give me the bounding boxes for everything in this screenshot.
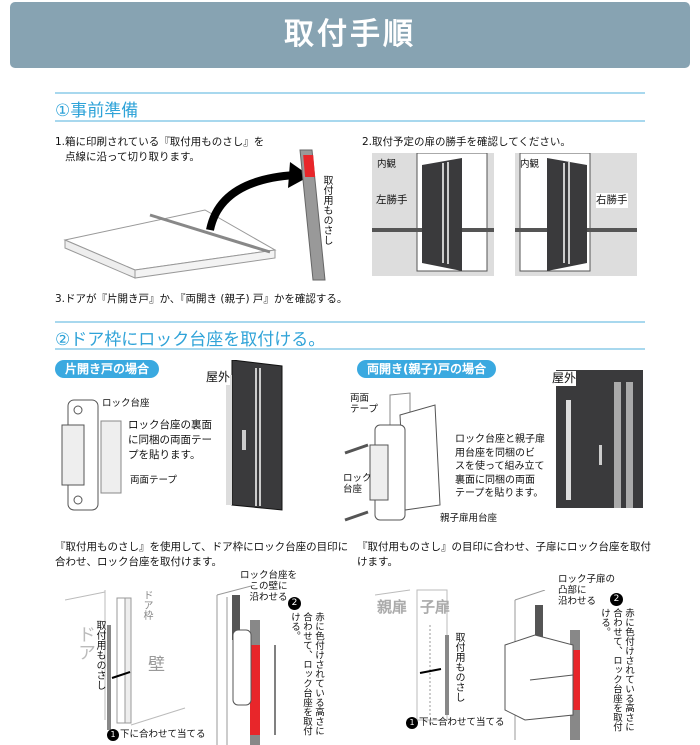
left-hand-label: 左勝手 [376, 193, 408, 208]
wall-label: 壁 [148, 655, 165, 675]
divider [55, 348, 645, 350]
step3-text: 3.ドアが『片開き戸』か、『両開き (親子) 戸』かを確認する。 [55, 293, 348, 305]
marker-one: 1 [107, 729, 119, 741]
single-lock-mount-illustration [216, 585, 276, 745]
step2-text: 2.取付予定の扉の勝手を確認してください。 [362, 136, 571, 148]
child-door-label: 子扉 [420, 598, 451, 616]
step1-text: 1.箱に印刷されている『取付用ものさし』を点線に沿って切り取ります。 [55, 136, 265, 163]
parent-base-label: 親子扉用台座 [440, 513, 498, 524]
double-note: ロック台座と親子扉用台座を同梱のビスを使って組み立て裏面に同梱の両面テープを貼り… [455, 434, 545, 499]
frame-label: ドア枠 [141, 590, 152, 620]
single-door-badge: 片開き戸の場合 [55, 360, 160, 378]
single-note: ロック台座の裏面に同梱の両面テープを貼ります。 [128, 419, 212, 461]
double-lock-mount-illustration [504, 590, 580, 740]
tape-label: 両面テープ [130, 475, 177, 486]
left-hand-door-illustration [372, 153, 494, 276]
divider [55, 321, 645, 323]
wall-note: ロック台座をこの壁に沿わせる [240, 570, 298, 603]
tape-illustration [100, 420, 122, 494]
outside-label: 屋外 [206, 370, 231, 385]
interior-label: 内観 [377, 159, 397, 170]
double-door-badge: 両開き(親子)戸の場合 [357, 360, 496, 378]
ruler-label: 取付用ものさし [321, 175, 332, 245]
double-lock-assembly-illustration [344, 392, 441, 522]
single-instruction: 『取付用ものさし』を使用して、ドア枠にロック台座の目印に合わせ、ロック台座を取付… [55, 541, 349, 568]
ruler-label: 取付用ものさし [453, 632, 464, 702]
marker-two: 2 [610, 593, 623, 606]
right-hand-label: 右勝手 [596, 193, 628, 208]
section-heading-install: ②ドア枠にロック台座を取付ける。 [55, 330, 326, 350]
ruler-label: 取付用ものさし [94, 620, 105, 690]
divider [55, 92, 645, 94]
box-cut-illustration [63, 149, 326, 281]
height-note: 赤に色付けされている高さに合わせて、ロック台座を取付ける。 [599, 608, 634, 732]
double-instruction: 『取付用ものさし』の目印に合わせ、子扉にロック台座を取付けます。 [357, 541, 651, 568]
tape-label: 両面テープ [350, 393, 378, 415]
single-ruler-alignment-illustration [65, 590, 186, 730]
lock-base-label: ロック台座 [343, 473, 372, 495]
section-heading-preparation: ①事前準備 [55, 101, 139, 121]
outside-label: 屋外 [552, 371, 577, 386]
single-door-illustration [226, 360, 283, 511]
double-door-illustration [556, 370, 643, 508]
page-title: 取付手順 [10, 2, 690, 68]
divider [55, 120, 645, 122]
double-ruler-alignment-illustration [375, 589, 449, 721]
interior-label: 内観 [520, 159, 540, 170]
marker-one: 1 [406, 717, 418, 729]
lock-base-label: ロック台座 [102, 398, 150, 409]
lock-base-illustration [61, 399, 99, 511]
parent-door-label: 親扉 [377, 598, 408, 616]
height-note: 赤に色付けされている高さに合わせて、ロック台座を取付ける。 [289, 612, 324, 736]
marker-two: 2 [288, 597, 301, 610]
door-label: ドア [75, 625, 96, 661]
convex-note: ロック子扉の凸部に沿わせる [558, 574, 616, 607]
right-hand-door-illustration [515, 153, 637, 276]
